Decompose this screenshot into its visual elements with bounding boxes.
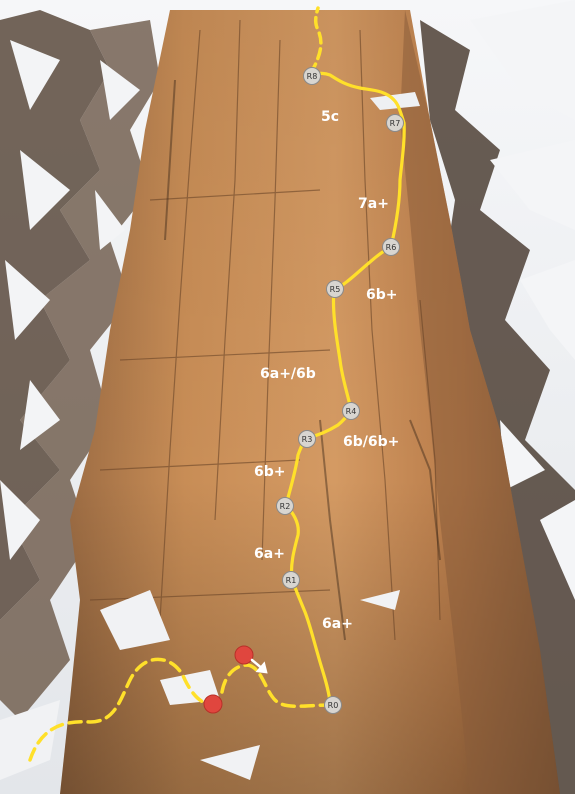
belay-r1: R1 bbox=[282, 571, 300, 589]
belay-r8: R8 bbox=[303, 67, 321, 85]
grade-r6-r7: 7a+ bbox=[358, 196, 389, 212]
belay-r3: R3 bbox=[298, 430, 316, 448]
belay-label-r0: R0 bbox=[328, 701, 339, 710]
belay-label-r4: R4 bbox=[346, 407, 357, 416]
belay-label-r3: R3 bbox=[302, 435, 313, 444]
belay-r7: R7 bbox=[386, 114, 404, 132]
belay-r4: R4 bbox=[342, 402, 360, 420]
belay-label-r5: R5 bbox=[330, 285, 341, 294]
belay-r6: R6 bbox=[382, 238, 400, 256]
approach-arrow-icon bbox=[250, 658, 268, 674]
grade-r3-r4: 6b/6b+ bbox=[343, 434, 399, 450]
belay-label-r8: R8 bbox=[307, 72, 318, 81]
belay-r2: R2 bbox=[276, 497, 294, 515]
left-snow-patches bbox=[0, 40, 140, 560]
pillar-shadow-face bbox=[400, 10, 560, 794]
belay-label-r6: R6 bbox=[386, 243, 397, 252]
grade-r7-r8: 5c bbox=[321, 109, 339, 125]
right-rock-ribs bbox=[420, 20, 575, 794]
grade-r1-r2: 6a+ bbox=[254, 546, 285, 562]
belay-label-r1: R1 bbox=[286, 576, 297, 585]
approach-path-right bbox=[220, 663, 332, 708]
left-rock-ribs-2 bbox=[0, 20, 160, 720]
grade-r5-r6: 6b+ bbox=[366, 287, 398, 303]
belay-r5: R5 bbox=[326, 280, 344, 298]
belay-label-r2: R2 bbox=[280, 502, 291, 511]
grade-r4-r5: 6a+/6b bbox=[260, 366, 316, 382]
approach-marker-left bbox=[203, 694, 223, 714]
grade-r2-r3: 6b+ bbox=[254, 464, 286, 480]
approach-marker-right bbox=[234, 645, 254, 665]
pitch-grades: 6a+ 6a+ 6b+ 6b/6b+ 6a+/6b 6b+ 7a+ 5c bbox=[254, 109, 399, 632]
belay-r0: R0 bbox=[324, 696, 342, 714]
rock-cracks-dark bbox=[164, 79, 441, 641]
rock-cracks bbox=[89, 19, 441, 641]
belay-label-r7: R7 bbox=[390, 119, 401, 128]
approach-path-left bbox=[28, 657, 215, 762]
belay-stations: R0 R1 R2 R3 R4 R5 R6 R7 R8 bbox=[276, 67, 404, 714]
grade-r0-r1: 6a+ bbox=[322, 616, 353, 632]
